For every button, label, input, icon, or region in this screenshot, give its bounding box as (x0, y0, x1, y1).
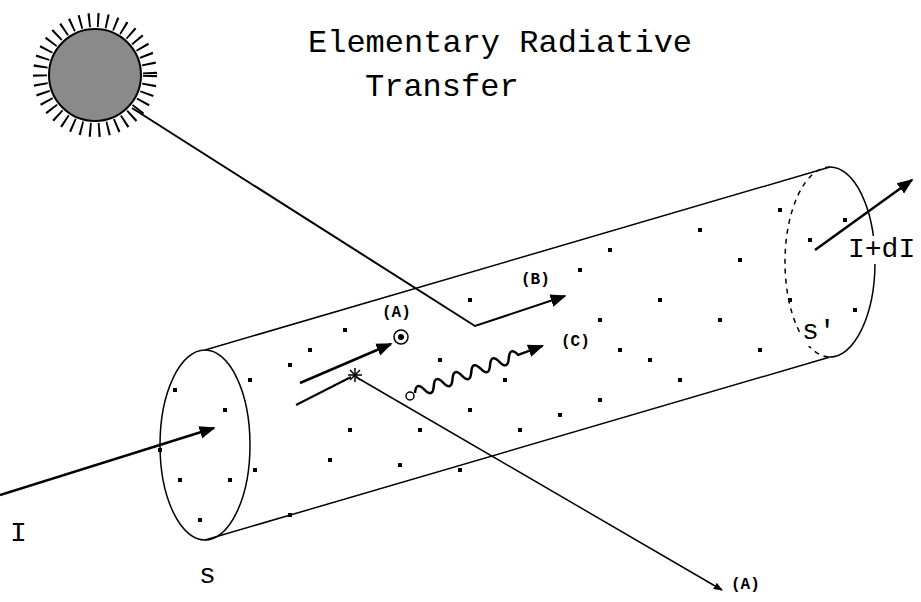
particle-dots (158, 208, 857, 522)
intensity-label: I+dI (846, 236, 917, 264)
emitter-particle (406, 392, 414, 400)
process-label: (B) (520, 272, 551, 288)
sun-symbol (40, 20, 150, 130)
scattered-photon-out (356, 377, 722, 590)
process-label: (A) (730, 577, 761, 593)
sunlight-scattered-in (132, 108, 565, 326)
diagram-title: Elementary Radiative Transfer (308, 22, 710, 110)
cylinder-volume (160, 167, 875, 540)
surface-label: s (197, 562, 218, 590)
emission-wave (413, 341, 544, 399)
scattered-photon-in (296, 377, 351, 405)
process-label: (C) (560, 334, 591, 350)
process-label: (A) (381, 305, 412, 321)
incoming-beam (0, 428, 214, 495)
intensity-label: I (8, 520, 29, 548)
surface-label: s' (800, 318, 838, 346)
absorbed-photon (300, 344, 391, 383)
absorber-particle (394, 330, 408, 344)
